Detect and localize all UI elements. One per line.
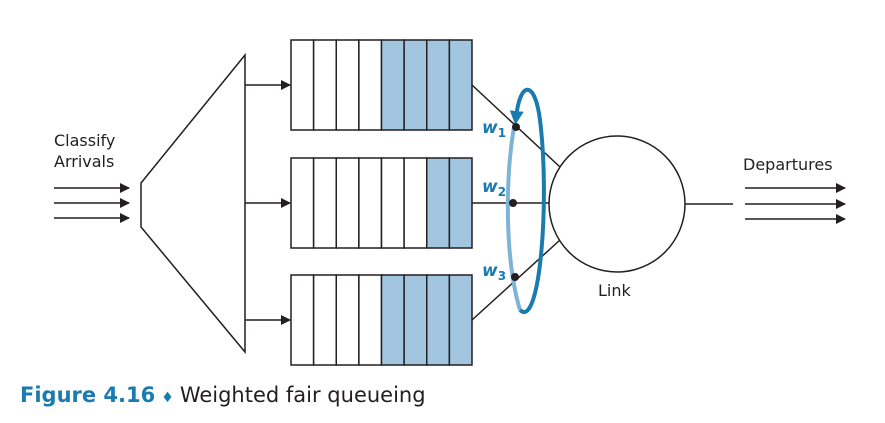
queue-cell-filled [403,274,428,366]
queue-cell-empty [335,39,360,131]
weight-1-dot [512,123,520,131]
link-circle [548,135,686,273]
queue-cell-empty [358,157,383,249]
queue-cell-filled [426,39,451,131]
queues [290,39,473,366]
weight-3-dot [511,273,519,281]
queue-cell-filled [448,274,473,366]
arrivals-label: Arrivals [54,152,114,171]
weight-2-label: w2 [482,177,506,199]
queue-1 [290,39,473,131]
queue-cell-empty [312,39,337,131]
arrival-arrows [54,183,130,223]
queue-cell-filled [426,274,451,366]
scheduler-ring-front [509,87,546,315]
classify-label: Classify [54,131,115,150]
queue-cell-filled [380,39,405,131]
queue-2 [290,157,473,249]
queue-cell-empty [358,39,383,131]
queue-cell-empty [290,157,315,249]
departures-label: Departures [743,155,833,174]
queue-cell-empty [312,274,337,366]
weight-3-label: w3 [482,261,506,283]
queue-cell-empty [403,157,428,249]
queue-cell-empty [312,157,337,249]
queue-cell-empty [335,274,360,366]
weight-1-label: w1 [482,118,506,140]
figure-title: Weighted fair queueing [179,383,426,407]
figure-number: Figure 4.16 [20,383,156,407]
queue-cell-filled [448,157,473,249]
queue-cell-filled [380,274,405,366]
link-label: Link [598,281,632,300]
queue-3 [290,274,473,366]
scheduler-ring-back [505,126,522,311]
queue-cell-empty [358,274,383,366]
figure-caption: Figure 4.16 ♦ Weighted fair queueing [20,383,426,407]
queue-cell-empty [380,157,405,249]
queue-cell-empty [335,157,360,249]
queue-cell-empty [290,39,315,131]
queue-cell-filled [403,39,428,131]
queue-cell-filled [426,157,451,249]
queue-cell-empty [290,274,315,366]
classifier-shape [140,52,246,355]
diamond-separator-icon: ♦ [161,390,174,406]
queue-cell-filled [448,39,473,131]
weight-2-dot [509,199,517,207]
